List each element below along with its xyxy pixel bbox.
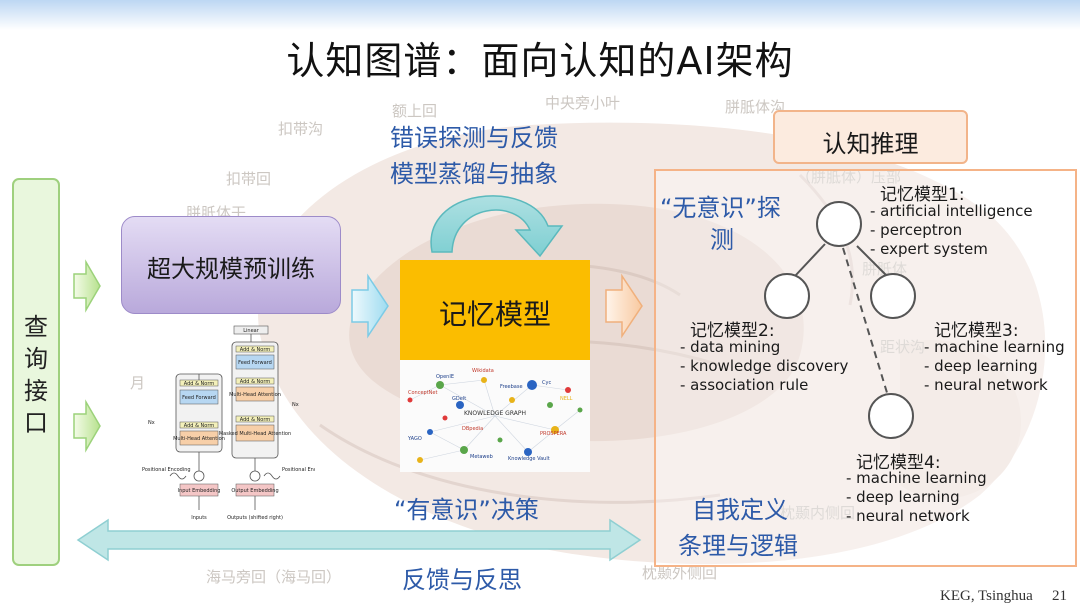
green-arrow — [73, 399, 101, 453]
cyan-arrow — [351, 273, 389, 339]
memory-node-2 — [764, 273, 810, 319]
bg-label: （胼胝体）压部 — [796, 168, 902, 186]
tf-add-norm: Add & Norm — [240, 379, 271, 385]
tf-outputs: Outputs (shifted right) — [227, 515, 283, 521]
memory-node-3 — [870, 273, 916, 319]
memory-model-2-item: - association rule — [680, 376, 809, 394]
knowledge-graph-figure: KNOWLEDGE GRAPH OpenIE Wikidata ConceptN… — [407, 368, 583, 463]
kg-label: Cyc — [542, 380, 551, 386]
bg-label: 胼胝体沟 — [725, 98, 786, 116]
kg-label: ConceptNet — [408, 390, 437, 396]
reasoning-title-box: 认知推理 — [773, 110, 968, 164]
transformer-diagram: Linear Add & Norm Feed Forward Add & Nor… — [142, 325, 315, 521]
memory-model-box: 记忆模型 — [400, 260, 590, 360]
tf-nx-right: Nx — [292, 402, 299, 408]
bg-label: 扣带回 — [226, 170, 272, 188]
kg-label: DBpedia — [462, 426, 483, 432]
self-definition-label: 自我定义 — [692, 496, 788, 524]
slide-top-gradient — [0, 0, 1080, 30]
memory-model-4-item: - deep learning — [846, 488, 960, 506]
tf-add-norm: Add & Norm — [184, 423, 215, 429]
memory-model-2-item: - knowledge discovery — [680, 357, 849, 375]
tf-add-norm: Add & Norm — [240, 347, 271, 353]
kg-label: GDelt — [452, 396, 466, 402]
bg-label: 距状沟 — [880, 338, 926, 356]
curved-feedback-arrow — [430, 195, 564, 258]
double-arrow — [76, 518, 642, 562]
memory-model-4-item: - neural network — [846, 507, 970, 525]
memory-model-1-item: - perceptron — [870, 221, 963, 239]
tf-positional-encoding-left: Positional Encoding — [142, 467, 191, 473]
logic-label: 条理与逻辑 — [678, 532, 798, 560]
kg-label: Freebase — [500, 384, 523, 390]
query-interface-char: 查 — [24, 313, 48, 341]
bg-label: 中央旁小叶 — [545, 94, 621, 112]
kg-label: NELL — [560, 396, 573, 402]
unconscious-probe-label-2: 测 — [710, 226, 734, 254]
tf-nx-left: Nx — [148, 420, 155, 426]
unconscious-probe-label: “无意识”探 — [660, 194, 781, 222]
kg-label: Metaweb — [470, 454, 493, 460]
memory-model-1-title: 记忆模型1: — [880, 185, 965, 205]
memory-node-1 — [816, 201, 862, 247]
memory-model-1-item: - expert system — [870, 240, 988, 258]
query-interface-char: 接 — [24, 377, 48, 405]
pretrain-box: 超大规模预训练 — [121, 216, 341, 314]
bg-label: 月 — [130, 374, 146, 392]
pretrain-label: 超大规模预训练 — [147, 255, 315, 283]
memory-model-4-item: - machine learning — [846, 469, 987, 487]
bg-label: 海马旁回（海马回） — [206, 568, 342, 586]
query-interface-char: 口 — [24, 409, 48, 437]
tf-masked-multi-head: Masked Multi-Head Attention — [219, 431, 291, 437]
memory-node-4 — [868, 393, 914, 439]
conscious-decision-label: “有意识”决策 — [394, 496, 539, 524]
memory-model-2-title: 记忆模型2: — [690, 321, 775, 341]
tf-feed-forward: Feed Forward — [238, 360, 272, 366]
tf-inputs: Inputs — [191, 515, 207, 521]
memory-model-3-item: - deep learning — [924, 357, 1038, 375]
kg-label: PROSPERA — [540, 431, 567, 437]
distillation-label: 模型蒸馏与抽象 — [390, 160, 558, 188]
bg-label: 枕颞内侧回 — [780, 504, 856, 522]
kg-label: Wikidata — [472, 368, 494, 374]
kg-center-label: KNOWLEDGE GRAPH — [464, 410, 526, 417]
memory-model-3-item: - machine learning — [924, 338, 1065, 356]
tf-add-norm: Add & Norm — [184, 381, 215, 387]
memory-model-2-item: - data mining — [680, 338, 781, 356]
tf-multi-head: Multi-Head Attention — [229, 392, 281, 398]
memory-model-3-item: - neural network — [924, 376, 1048, 394]
query-interface-column: 查 询 接 口 — [12, 178, 60, 566]
memory-model-4-title: 记忆模型4: — [856, 453, 941, 473]
tf-linear: Linear — [243, 328, 259, 334]
knowledge-graph-image: KNOWLEDGE GRAPH OpenIE Wikidata ConceptN… — [400, 360, 590, 472]
kg-label: YAGO — [407, 436, 422, 442]
query-interface-char: 询 — [24, 345, 48, 373]
tf-multi-head: Multi-Head Attention — [173, 436, 225, 442]
bg-label: 枕颞外侧回 — [642, 564, 718, 582]
kg-label: Knowledge Vault — [508, 456, 550, 462]
reasoning-panel — [654, 169, 1077, 567]
memory-model-3-title: 记忆模型3: — [934, 321, 1019, 341]
tf-output-embedding: Output Embedding — [231, 488, 278, 494]
tf-add-norm: Add & Norm — [240, 417, 271, 423]
orange-arrow — [605, 273, 643, 339]
kg-label: OpenIE — [436, 374, 454, 380]
tf-feed-forward: Feed Forward — [182, 395, 216, 401]
page-number: 21 — [1052, 588, 1067, 604]
green-arrow — [73, 259, 101, 313]
tf-input-embedding: Input Embedding — [178, 488, 221, 494]
memory-model-1-item: - artificial intelligence — [870, 202, 1033, 220]
slide-title: 认知图谱：面向认知的AI架构 — [286, 39, 794, 83]
bg-label: 额上回 — [392, 102, 438, 120]
footer-org: KEG, Tsinghua — [940, 588, 1033, 604]
tf-positional-encoding-right: Positional Encoding — [282, 467, 315, 473]
feedback-reflection-label: 反馈与反思 — [402, 566, 522, 594]
memory-model-label: 记忆模型 — [438, 298, 551, 331]
bg-label: 扣带沟 — [278, 120, 324, 138]
error-detection-label: 错误探测与反馈 — [390, 124, 558, 152]
reasoning-title: 认知推理 — [822, 130, 919, 158]
